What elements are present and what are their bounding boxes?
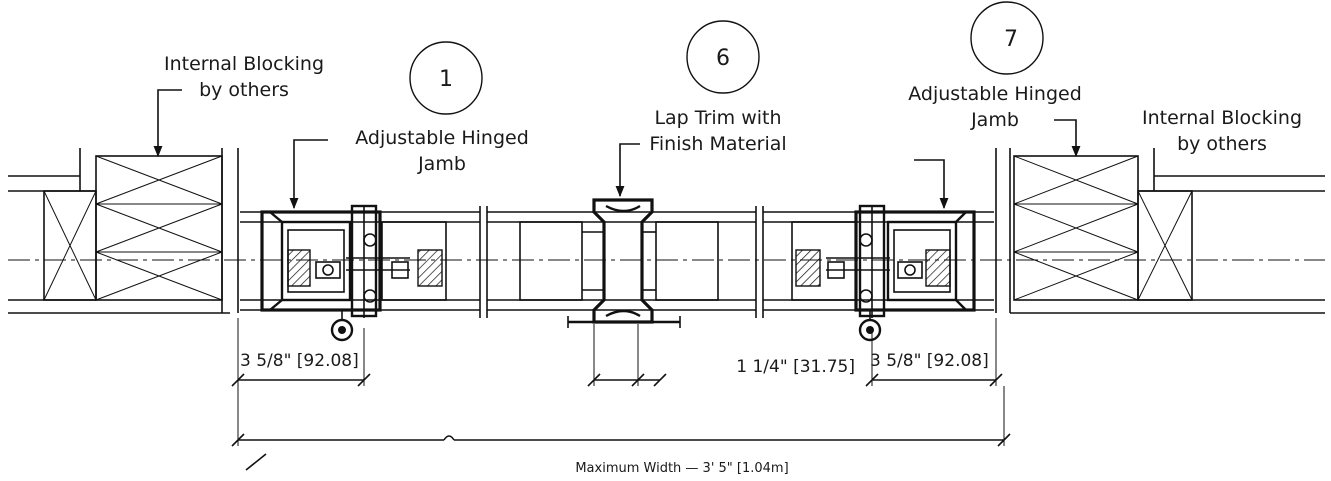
dim-left-jamb-text: 3 5/8" [92.08] — [240, 351, 359, 371]
svg-text:Adjustable Hinged: Adjustable Hinged — [355, 127, 529, 149]
right-blocking-leader — [1054, 119, 1081, 158]
callout-1: 1 — [409, 41, 483, 115]
right-jamb-label: Adjustable Hinged Jamb — [908, 83, 1082, 131]
left-jamb-leader — [289, 139, 328, 210]
right-blocking — [1013, 155, 1139, 301]
center-trim-label: Lap Trim with Finish Material — [649, 107, 786, 155]
callout-7: 7 — [970, 1, 1044, 75]
callout-6-number: 6 — [716, 46, 730, 71]
callout-7-number: 7 — [1004, 27, 1018, 52]
svg-text:Lap Trim with: Lap Trim with — [654, 107, 781, 129]
left-jamb-label: Adjustable Hinged Jamb — [355, 127, 529, 175]
dim-right-jamb-text: 3 5/8" [92.08] — [870, 351, 989, 371]
dim-center-gap: 1 1/4" [31.75] — [587, 324, 855, 387]
svg-text:Internal Blocking: Internal Blocking — [1142, 107, 1302, 129]
dim-overall-text: Maximum Width — 3' 5" [1.04m] — [575, 461, 788, 476]
svg-text:Finish Material: Finish Material — [649, 133, 786, 155]
left-blocking — [95, 155, 223, 301]
left-blocking-leader — [153, 89, 182, 158]
right-wall — [995, 148, 1325, 314]
center-meeting-stile — [519, 198, 719, 328]
svg-text:by others: by others — [1177, 133, 1267, 155]
right-jamb-leader — [914, 159, 949, 210]
right-jamb-assembly — [791, 204, 976, 342]
dim-center-gap-text: 1 1/4" [31.75] — [736, 357, 855, 377]
svg-text:Internal Blocking: Internal Blocking — [164, 53, 324, 75]
dim-overall: Maximum Width — 3' 5" [1.04m] — [231, 386, 1011, 476]
svg-text:Adjustable Hinged: Adjustable Hinged — [908, 83, 1082, 105]
svg-text:Jamb: Jamb — [970, 109, 1019, 131]
callout-6: 6 — [686, 20, 760, 94]
dim-left-jamb: 3 5/8" [92.08] — [231, 318, 371, 387]
right-blocking-label: Internal Blocking by others — [1142, 107, 1302, 155]
left-wall — [8, 148, 239, 314]
left-jamb-assembly — [260, 204, 447, 342]
svg-text:Jamb: Jamb — [417, 153, 466, 175]
left-blocking-label: Internal Blocking by others — [164, 53, 324, 101]
center-trim-leader — [615, 143, 640, 198]
dim-right-jamb: 3 5/8" [92.08] — [865, 318, 1003, 387]
callout-1-number: 1 — [439, 67, 453, 92]
svg-text:by others: by others — [199, 79, 289, 101]
